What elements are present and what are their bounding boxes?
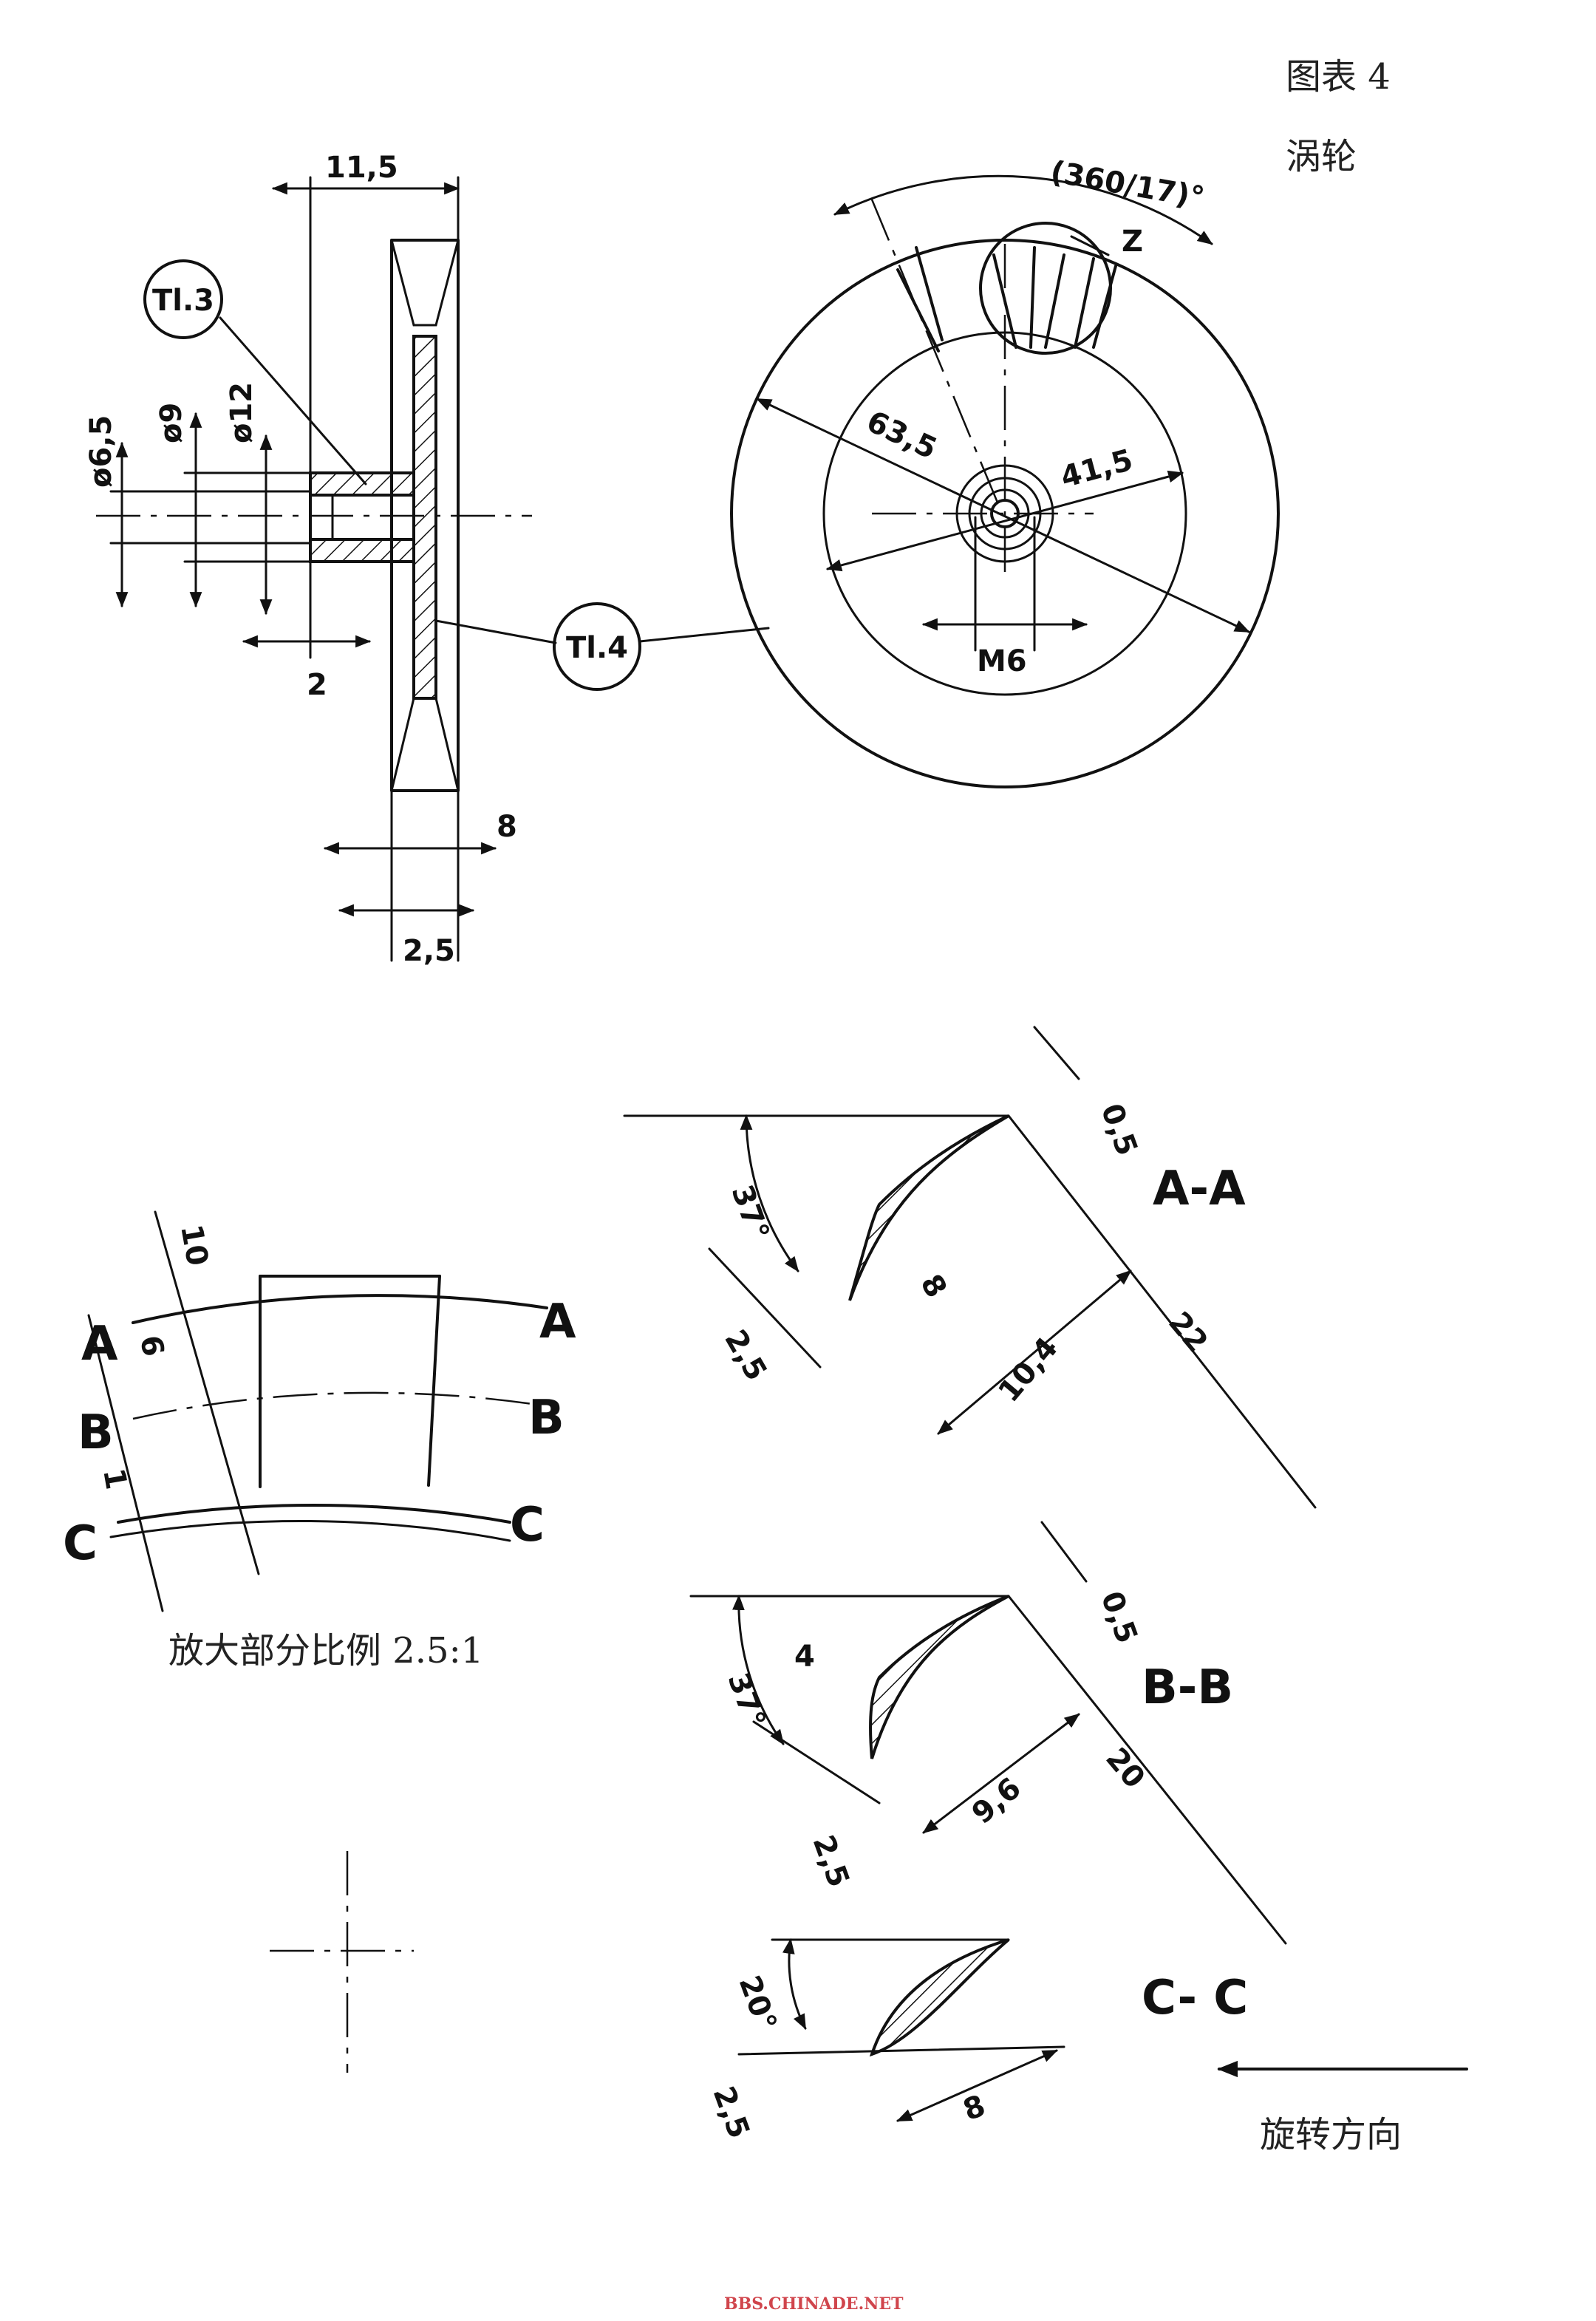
radial-line-1 [154,1210,260,1575]
dim-line-tip [1033,1026,1080,1080]
side-view: 11,5 ø6,5 ø9 ø12 2 8 2,5 Tl.3 Tl.4 [84,151,770,968]
label-b-right: B [528,1391,565,1445]
dim-arc-angle [740,1114,799,1272]
hub-lower [309,538,415,563]
front-view: Z (360/17)° 63,5 41,5 M6 [730,155,1280,788]
dim-top-width: 11,5 [325,151,398,185]
leader-tl3 [219,316,367,485]
section-aa-title: A-A [1153,1162,1246,1216]
dim-line-outer [756,398,1250,633]
dim-line-inner [825,470,1184,572]
label-a-left: A [81,1317,118,1371]
detail-caption: 放大部分比例 2.5:1 [168,1630,483,1671]
dim-line-length [1007,1114,1317,1509]
dim-root-aa: 2,5 [717,1324,773,1386]
blade-slot-2 [992,246,1065,349]
label-b-left: B [78,1405,114,1460]
web-plate [412,335,437,700]
detail-z-label: Z [1122,225,1143,259]
dim-dia-12: ø12 [225,382,259,443]
dim-tip-aa: 0,5 [1094,1100,1144,1160]
dim-chord-bb: 9,6 [966,1771,1028,1831]
dim-thickness-bb: 4 [794,1640,815,1674]
airfoil-aa [848,1114,1010,1301]
section-cc-title: C- C [1142,1971,1248,2025]
dim-line-root [708,1247,822,1369]
radial-line-2 [87,1314,164,1612]
dim-rim-width: 8 [497,810,517,844]
dim-line-length [1007,1595,1287,1945]
blade-slot-3 [1074,257,1117,349]
callout-circle-tl3 [143,259,223,339]
figure-label: 图表 4 [1286,56,1391,98]
dim-1: 1 [96,1466,133,1492]
dim-dia-6-5: ø6,5 [84,415,118,488]
dim-angle-aa: 37° [725,1181,776,1245]
arc-c [117,1503,511,1524]
hub-outline [309,471,415,563]
section-bb-title: B-B [1142,1660,1233,1715]
dim-line-tip [1040,1521,1088,1583]
dim-dia-9: ø9 [154,403,188,443]
blade-slot-1 [896,246,944,352]
section-aa: 0,5 37° 8 10,4 22 2,5 A-A [623,1026,1317,1509]
leader-tl4-b [638,627,770,643]
dim-chord-aa: 10,4 [992,1331,1065,1408]
dim-line-root [752,1720,881,1804]
dim-line-root [737,2045,1065,2056]
label-c-right: C [510,1498,545,1553]
pitch-line [870,199,999,503]
section-bb: 0,5 37° 4 9,6 20 2,5 B-B [689,1521,1287,1945]
dim-outer-dia: 63,5 [862,404,942,466]
callout-tl4: Tl.4 [566,631,628,665]
leader-tl4-a [434,619,557,644]
callout-tl3: Tl.3 [152,284,214,318]
dim-chord-cc: 8 [959,2089,990,2128]
arc-c-outer [109,1520,511,1542]
arc-b [132,1391,533,1420]
dim-line-chord [922,1713,1080,1834]
dim-angle-cc: 20° [732,1971,783,2036]
dim-pitch-angle: (360/17)° [1048,155,1207,216]
rotation-indicator: 旋转方向 [1217,2060,1468,2155]
watermark: BBS.CHINADE.NET [724,2294,904,2314]
dim-tip-bb: 0,5 [1094,1587,1144,1648]
rotation-label: 旋转方向 [1260,2114,1402,2155]
label-c-left: C [63,1516,98,1571]
dim-length-aa: 22 [1162,1306,1214,1359]
detail-view: A A B B C C 10 6 1 放大部分比例 2.5:1 [63,1210,576,1671]
dim-length-bb: 20 [1099,1742,1151,1795]
figure-title: 涡轮 [1286,136,1357,177]
dim-line-chord [896,2049,1058,2122]
dim-root-cc: 2,5 [706,2082,756,2143]
dim-thread: M6 [977,644,1027,678]
dim-angle-bb: 37° [721,1669,772,1733]
callout-circle-tl4 [553,602,641,691]
arc-a [132,1294,548,1324]
dim-inner-dia: 41,5 [1057,443,1136,495]
section-cc: 20° 8 2,5 C- C [706,1937,1248,2143]
airfoil-cc [869,1938,1010,2057]
dim-thickness-aa: 8 [913,1269,953,1303]
dim-10: 10 [174,1222,214,1269]
dim-arc-angle [732,1594,785,1745]
dim-arc-pitch [833,174,1213,245]
dim-arc-angle [782,1937,807,2030]
airfoil-bb [869,1595,1009,1759]
dim-line-chord [937,1269,1132,1435]
blade-edge-right [427,1275,441,1487]
label-a-right: A [539,1295,576,1349]
hub-upper [309,471,415,497]
dim-plate-thickness: 2,5 [403,934,455,968]
dim-6: 6 [133,1333,170,1359]
dim-root-bb: 2,5 [806,1831,856,1892]
reference-crosshair [270,1851,414,2073]
dim-hub-step: 2 [307,668,327,702]
